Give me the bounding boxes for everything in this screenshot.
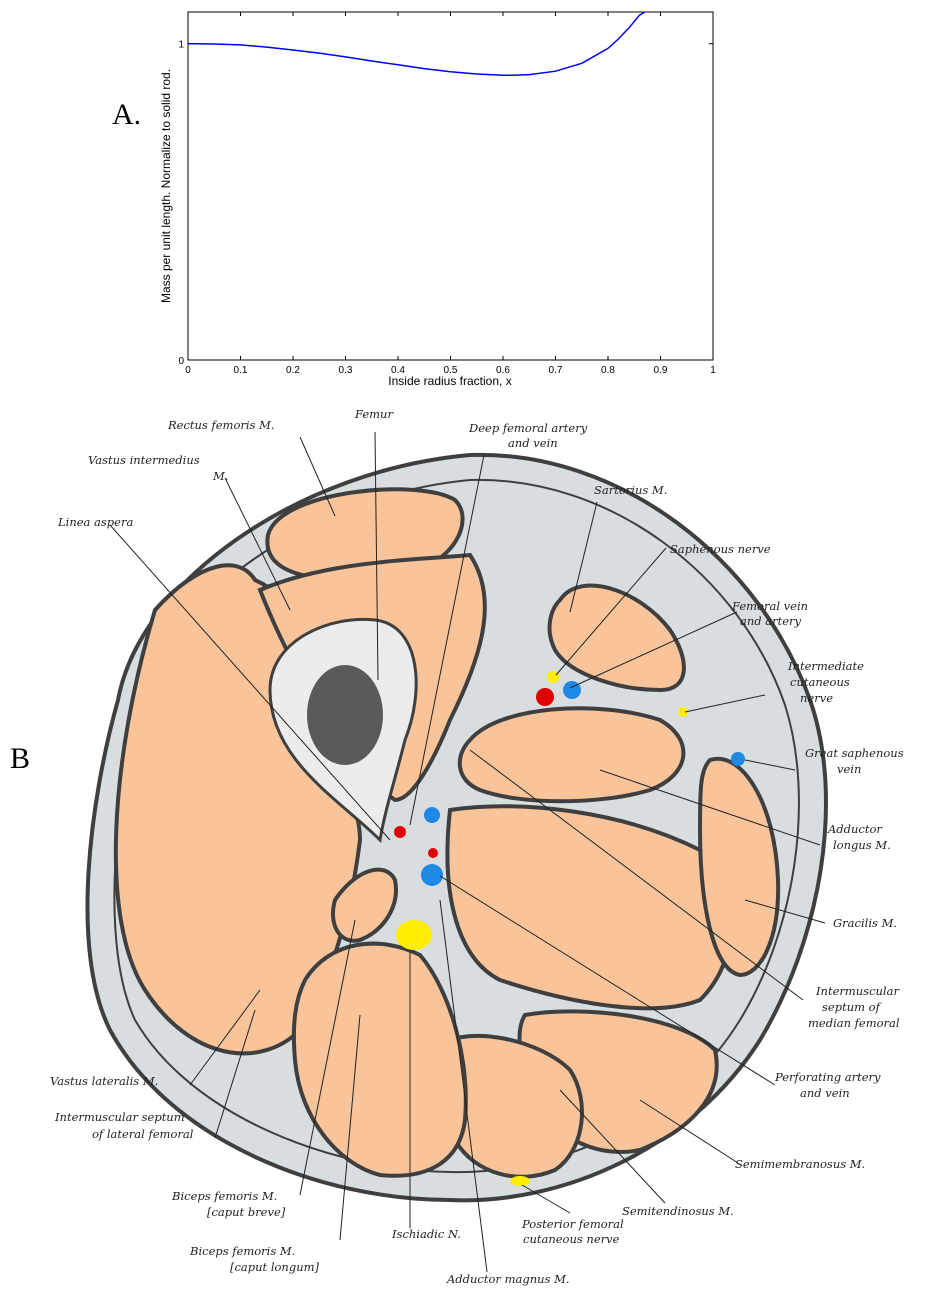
label-vastus-lateralis: Vastus lateralis M.	[50, 1074, 158, 1088]
label-femoral-vein-2: and artery	[740, 614, 802, 628]
deep-femoral-vein	[424, 807, 440, 823]
label-femoral-vein-1: Femoral vein	[731, 599, 808, 613]
label-intermuscular-median-1: Intermuscular	[815, 984, 900, 998]
label-adductor-longus-2: longus M.	[833, 838, 891, 852]
label-posterior-femoral-1: Posterior femoral	[521, 1217, 624, 1231]
label-adductor-magnus: Adductor magnus M.	[446, 1272, 570, 1286]
label-deep-femoral-2: and vein	[508, 436, 558, 450]
saphenous-nerve-dot	[547, 671, 559, 683]
label-sartorius: Sartorius M.	[594, 483, 667, 497]
label-gracilis: Gracilis M.	[833, 916, 897, 930]
label-biceps-longum-1: Biceps femoris M.	[189, 1244, 295, 1258]
femur-marrow	[307, 665, 383, 765]
label-intermuscular-lateral-1: Intermuscular septum	[54, 1110, 185, 1124]
label-adductor-longus-1: Adductor	[827, 822, 883, 836]
label-perforating-2: and vein	[800, 1086, 850, 1100]
label-intermuscular-median-2: septum of	[822, 1000, 882, 1014]
posterior-femoral-cutaneous-nerve-dot	[510, 1176, 530, 1186]
label-deep-femoral-1: Deep femoral artery	[468, 421, 588, 435]
perforating-vein	[421, 864, 443, 886]
femoral-artery	[536, 688, 554, 706]
label-intermediate-2: cutaneous	[790, 675, 850, 689]
label-biceps-brevis-1: Biceps femoris M.	[171, 1189, 277, 1203]
label-saphenous-nerve: Saphenous nerve	[670, 542, 771, 556]
label-intermediate-1: Intermediate	[787, 659, 864, 673]
label-intermuscular-lateral-2: of lateral femoral	[92, 1127, 194, 1141]
label-perforating-1: Perforating artery	[774, 1070, 881, 1084]
label-great-saphenous-1: Great saphenous	[805, 746, 904, 760]
label-linea-aspera: Linea aspera	[57, 515, 133, 529]
label-rectus-femoris: Rectus femoris M.	[167, 418, 275, 432]
great-saphenous-vein	[731, 752, 745, 766]
label-intermediate-3: nerve	[800, 691, 833, 705]
label-femur: Femur	[354, 407, 394, 421]
label-great-saphenous-2: vein	[837, 762, 861, 776]
label-vastus-intermedius-1: Vastus intermedius	[88, 453, 200, 467]
label-ischiadic: Ischiadic N.	[391, 1227, 461, 1241]
label-posterior-femoral-2: cutaneous nerve	[523, 1232, 620, 1246]
perforating-artery	[428, 848, 438, 858]
label-biceps-brevis-2: [caput breve]	[207, 1205, 286, 1219]
label-semitendinosus: Semitendinosus M.	[622, 1204, 734, 1218]
ischiadic-nerve	[396, 920, 432, 950]
label-biceps-longum-2: [caput longum]	[230, 1260, 320, 1274]
label-intermuscular-median-3: median femoral	[808, 1016, 900, 1030]
label-vastus-intermedius-2: M.	[212, 469, 228, 483]
deep-femoral-artery	[394, 826, 406, 838]
label-semimembranosus: Semimembranosus M.	[735, 1157, 865, 1171]
